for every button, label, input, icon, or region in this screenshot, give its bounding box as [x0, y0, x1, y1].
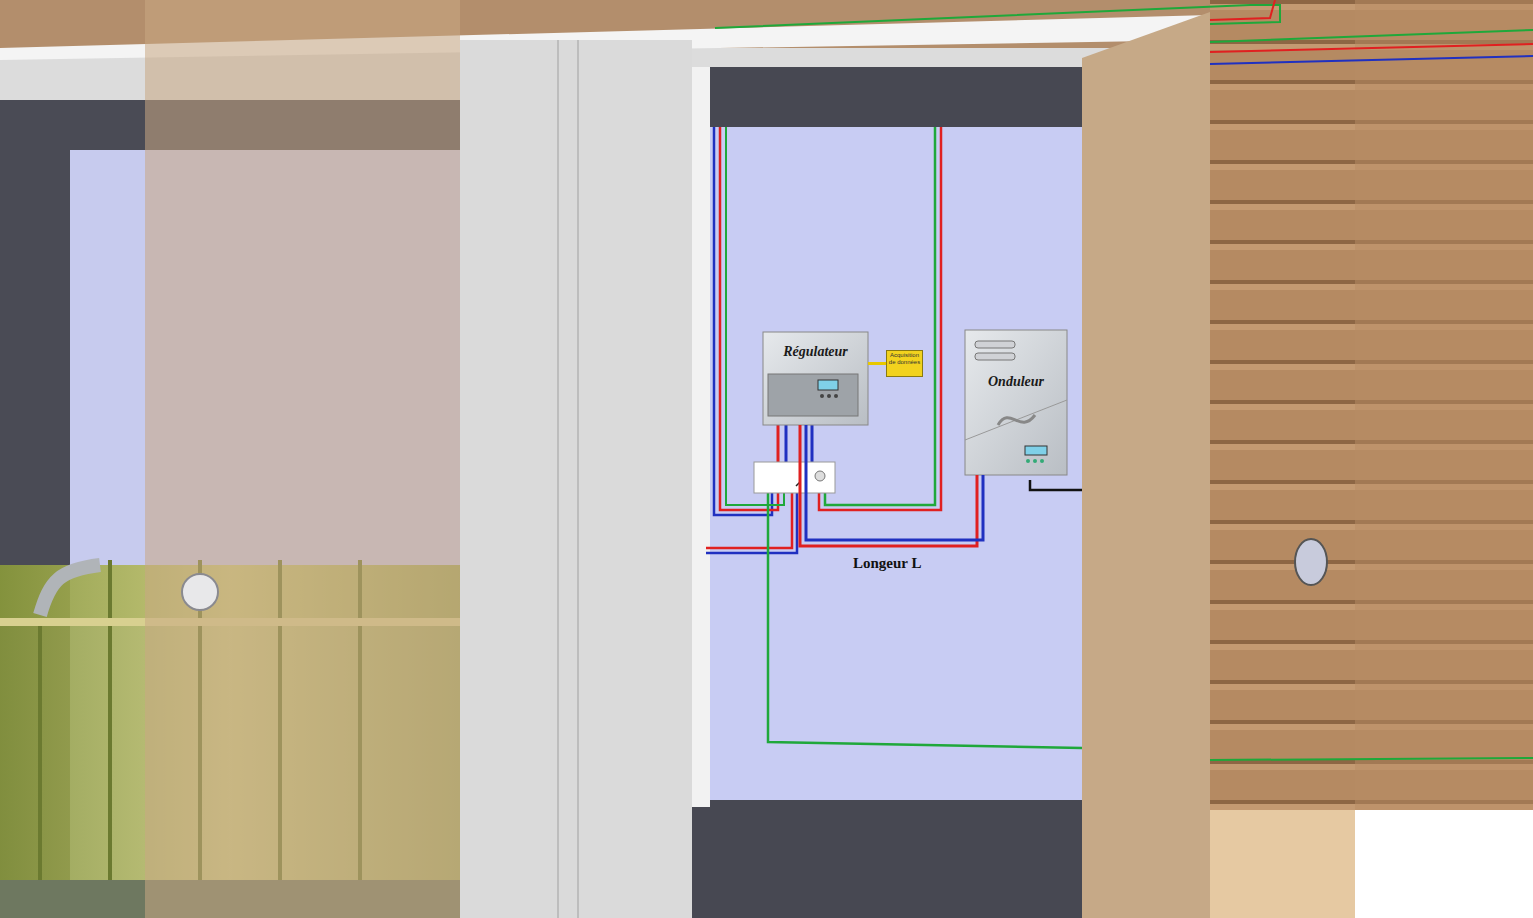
- data-link: [868, 363, 886, 364]
- regulator-box: Régulateur: [763, 332, 868, 425]
- length-label: Longeur L: [851, 555, 924, 572]
- connector-line: [868, 362, 886, 365]
- inverter-box: Onduleur: [965, 330, 1067, 475]
- dc-cable: [800, 425, 983, 546]
- connector-line: [800, 425, 977, 546]
- node-label: Onduleur: [969, 374, 1063, 390]
- connector-line: [806, 425, 983, 540]
- data-acquisition-box: Acquisition de données: [886, 350, 923, 377]
- node-label: Régulateur: [767, 344, 864, 360]
- node-label: Acquisition de données: [888, 352, 921, 366]
